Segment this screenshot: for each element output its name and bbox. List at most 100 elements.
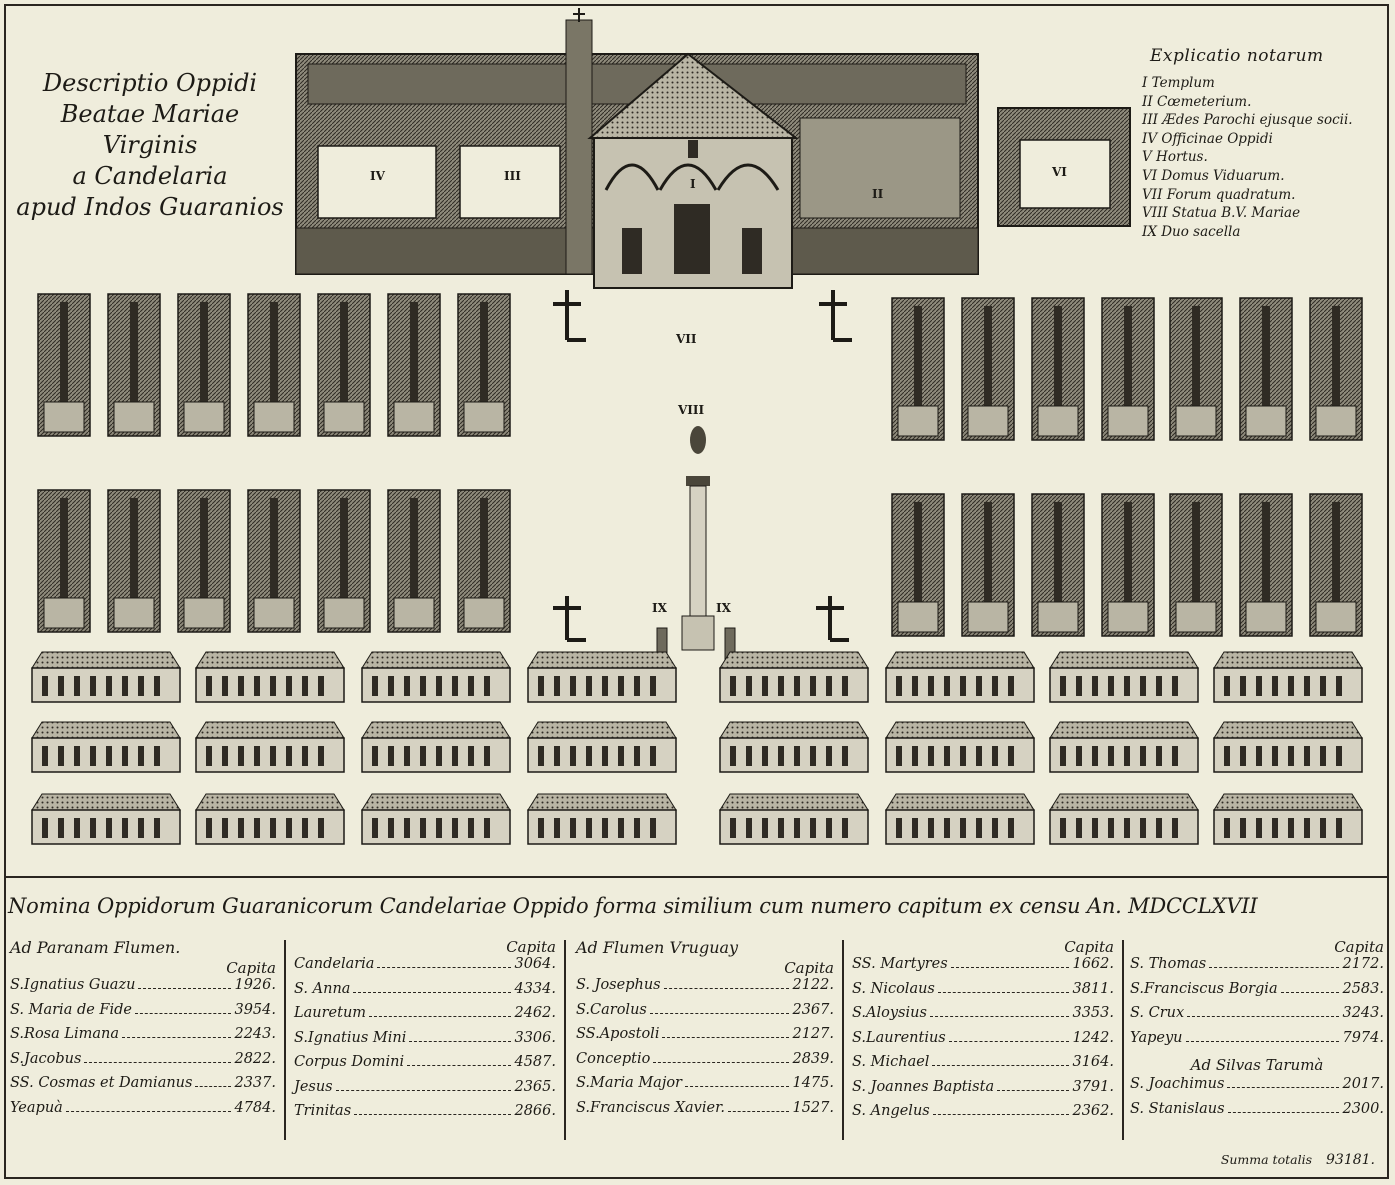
- house-block: [1309, 297, 1363, 441]
- town-name: S. Stanislaus: [1130, 1100, 1225, 1117]
- house-block: [37, 293, 91, 437]
- statue-column: [681, 426, 715, 651]
- legend-item: I Templum: [1142, 75, 1215, 91]
- workshops-courtyard: [317, 145, 437, 219]
- census-row: S.Franciscus Xavier.1527.: [576, 1100, 834, 1125]
- house-block: [317, 293, 371, 437]
- leader-dashes: [950, 959, 1070, 968]
- town-name: Conceptio: [576, 1050, 651, 1067]
- capita-label: Capita: [1334, 938, 1384, 956]
- column-heading: Ad Paranam Flumen.: [10, 938, 181, 957]
- town-name: S. Anna: [294, 980, 351, 997]
- census-heading: Nomina Oppidorum Guaranicorum Candelaria…: [8, 894, 1258, 918]
- legend-item: VII Forum quadratum.: [1142, 186, 1296, 203]
- house-block: [719, 721, 869, 773]
- population-value: 7974.: [1342, 1029, 1384, 1046]
- population-value: 3164.: [1072, 1054, 1114, 1070]
- legend-item: VIII Statua B.V. Mariae: [1142, 205, 1301, 222]
- house-block: [1101, 493, 1155, 637]
- house-block: [1213, 721, 1363, 773]
- leader-dashes: [369, 1008, 512, 1017]
- bell-tower: [565, 19, 593, 275]
- house-block: [1309, 493, 1363, 637]
- house-block: [527, 721, 677, 773]
- population-value: 1475.: [792, 1075, 834, 1091]
- cross-icon: [816, 596, 849, 642]
- capita-label: Capita: [784, 959, 834, 977]
- legend-heading: Explicatio notarum: [1150, 46, 1324, 66]
- leader-dashes: [65, 1103, 232, 1112]
- leader-dashes: [377, 959, 512, 968]
- town-name: SS.Apostoli: [576, 1026, 660, 1042]
- widows-house: [997, 107, 1131, 227]
- column-heading: Ad Flumen Vruguay: [576, 938, 739, 957]
- town-name: S.Rosa Limana: [10, 1026, 120, 1042]
- population-value: 2172.: [1342, 956, 1384, 972]
- leader-dashes: [134, 1005, 232, 1014]
- house-block: [107, 489, 161, 633]
- town-name: S.Ignatius Guazu: [10, 977, 136, 993]
- population-value: 2367.: [792, 1001, 834, 1018]
- leader-dashes: [937, 984, 1070, 993]
- house-block: [1239, 297, 1293, 441]
- town-name: SS. Cosmas et Damianus: [10, 1075, 193, 1091]
- town-name: Yapeyu: [1130, 1029, 1183, 1046]
- town-name: S.Laurentius: [852, 1029, 946, 1046]
- population-value: 2365.: [514, 1078, 556, 1095]
- map-title: Descriptio Oppidi Beatae Mariae Virginis…: [10, 68, 290, 223]
- legend-item: IV Officinae Oppidi: [1142, 130, 1273, 147]
- population-value: 2122.: [792, 977, 834, 993]
- house-block: [177, 293, 231, 437]
- church-compound: [295, 8, 979, 289]
- town-name: S.Carolus: [576, 1001, 647, 1018]
- leader-dashes: [1227, 1079, 1340, 1088]
- parish-house-courtyard: [459, 145, 561, 219]
- town-name: Corpus Domini: [294, 1054, 405, 1070]
- house-block: [1101, 297, 1155, 441]
- town-name: S.Aloysius: [852, 1005, 927, 1021]
- census-row: Yapeyu 7974.: [1130, 1030, 1384, 1055]
- census-row: S.Maria Major 1475.: [576, 1075, 834, 1100]
- house-block: [361, 721, 511, 773]
- population-value: 2583.: [1342, 980, 1384, 997]
- house-block: [457, 489, 511, 633]
- leader-dashes: [662, 1029, 790, 1038]
- house-block: [1031, 297, 1085, 441]
- town-name: Candelaria: [294, 956, 375, 972]
- leader-dashes: [948, 1033, 1070, 1042]
- house-block: [387, 489, 441, 633]
- label-templum: I: [690, 177, 696, 191]
- house-block: [195, 793, 345, 845]
- legend-item: V Hortus.: [1142, 149, 1208, 166]
- legend-item: VI Domus Viduarum.: [1142, 167, 1285, 184]
- town-name: S.Maria Major: [576, 1075, 682, 1091]
- population-value: 2462.: [514, 1005, 556, 1021]
- town-name: S. Nicolaus: [852, 980, 935, 997]
- house-block: [1169, 493, 1223, 637]
- house-block: [361, 651, 511, 703]
- title-line: a Candelaria: [72, 162, 228, 190]
- population-value: 2822.: [234, 1050, 276, 1067]
- population-value: 1242.: [1072, 1029, 1114, 1046]
- house-block: [891, 493, 945, 637]
- long-houses: [31, 651, 1363, 845]
- house-block: [177, 489, 231, 633]
